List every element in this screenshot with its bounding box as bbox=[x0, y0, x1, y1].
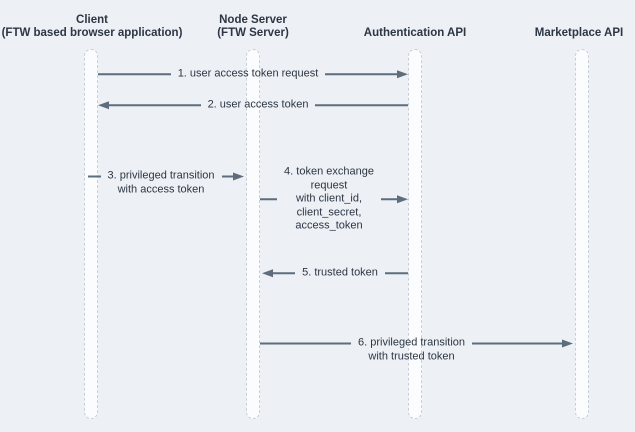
message-5-trusted-token: 5. trusted token bbox=[262, 266, 409, 280]
message-3-line bbox=[221, 175, 235, 177]
lifeline-client bbox=[84, 49, 98, 419]
arrowhead-left-icon bbox=[262, 269, 273, 277]
message-5-line bbox=[384, 272, 409, 274]
participant-marketplace-api-name: Marketplace API bbox=[534, 27, 624, 39]
message-2-label: 2. user access token bbox=[207, 98, 309, 111]
message-6-line bbox=[260, 342, 351, 344]
arrowhead-right-icon bbox=[233, 172, 245, 180]
message-1-label: 1. user access token request bbox=[177, 67, 319, 80]
message-4-line bbox=[380, 198, 398, 200]
message-4-line bbox=[260, 198, 278, 200]
arrowhead-left-icon bbox=[98, 101, 109, 109]
message-1-line bbox=[325, 73, 399, 75]
lifeline-node-server bbox=[246, 49, 260, 419]
message-5-line bbox=[272, 272, 296, 274]
message-2-user-access-token: 2. user access token bbox=[98, 98, 409, 112]
message-5-label: 5. trusted token bbox=[302, 266, 378, 279]
message-2-line bbox=[315, 104, 409, 106]
arrowhead-right-icon bbox=[397, 70, 409, 78]
participant-marketplace-api: Marketplace API bbox=[535, 27, 623, 40]
participant-node-server-name: Node Server bbox=[219, 14, 287, 26]
arrowhead-right-icon bbox=[562, 339, 574, 347]
message-4-token-exchange-request: 4. token exchange request with client_id… bbox=[260, 165, 408, 233]
lifeline-authentication-api bbox=[408, 49, 422, 419]
participant-client: Client (FTW based browser application) bbox=[2, 14, 183, 40]
participant-node-server-subtitle: (FTW Server) bbox=[217, 27, 289, 39]
message-6-label: 6. privileged transition with trusted to… bbox=[358, 336, 466, 362]
message-3-privileged-transition: 3. privileged transition with access tok… bbox=[88, 163, 245, 195]
lifeline-marketplace-api bbox=[575, 49, 589, 419]
message-6-line bbox=[472, 342, 564, 344]
participant-authentication-api-name: Authentication API bbox=[363, 27, 467, 39]
message-2-line bbox=[108, 104, 201, 106]
message-1-user-access-token-request: 1. user access token request bbox=[98, 67, 409, 81]
message-6-privileged-transition-trusted: 6. privileged transition with trusted to… bbox=[260, 330, 574, 362]
participant-client-subtitle: (FTW based browser application) bbox=[1, 27, 183, 39]
participant-client-name: Client bbox=[76, 14, 108, 26]
message-1-line bbox=[98, 73, 171, 75]
message-3-line bbox=[88, 175, 101, 177]
arrowhead-right-icon bbox=[397, 195, 408, 203]
message-4-label: 4. token exchange request with client_id… bbox=[284, 165, 374, 232]
participant-authentication-api: Authentication API bbox=[364, 27, 466, 40]
message-3-label: 3. privileged transition with access tok… bbox=[107, 169, 215, 195]
participant-node-server: Node Server (FTW Server) bbox=[217, 14, 289, 40]
